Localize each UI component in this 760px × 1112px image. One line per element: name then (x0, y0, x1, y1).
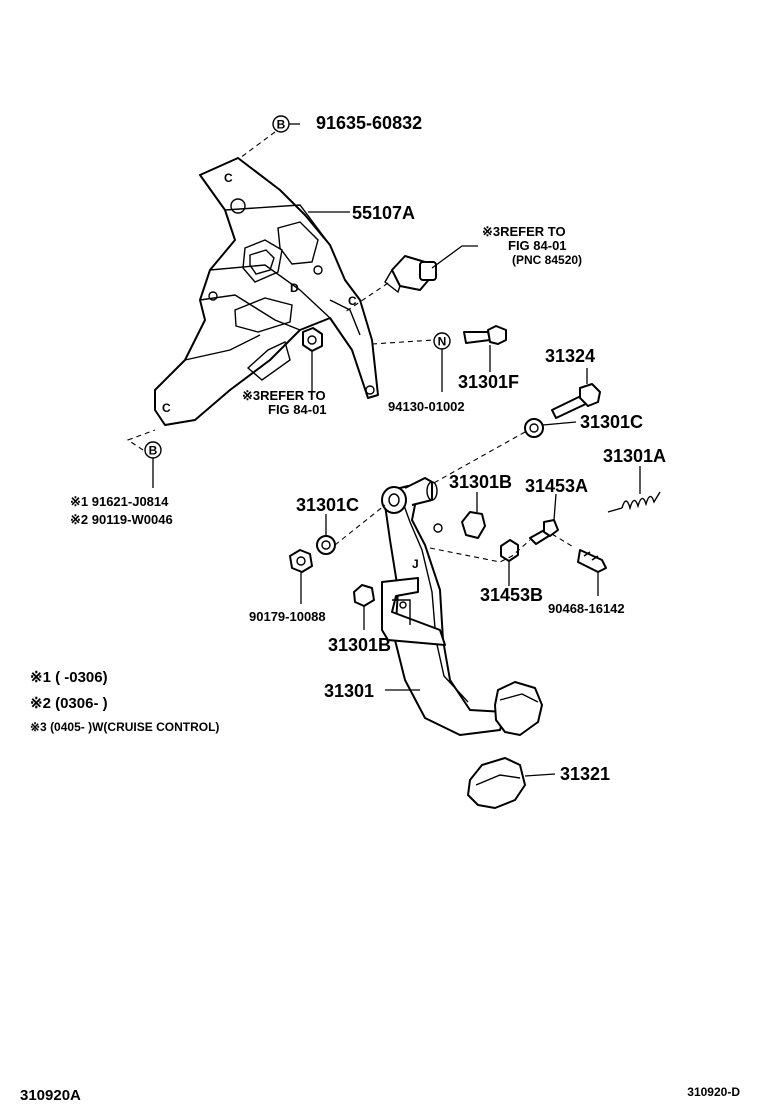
footer-left-code: 310920A (20, 1087, 81, 1104)
clip-90468 (577, 549, 607, 573)
svg-text:B: B (149, 444, 158, 458)
leader-lines (126, 123, 641, 777)
cushion-31301B-top (461, 511, 486, 539)
legend-line-2: ※2 (0306- ) (30, 695, 108, 712)
label-variant-2: ※2 90119-W0046 (70, 512, 173, 527)
return-spring-31301A (607, 491, 661, 513)
bushing-31301C-left (316, 535, 336, 555)
weld-mark-c2: C (348, 294, 357, 308)
bolt-31301F (463, 325, 507, 345)
label-31324: 31324 (545, 346, 595, 366)
label-refer-b-1: ※3REFER TO (242, 388, 326, 403)
label-31301A: 31301A (603, 446, 666, 466)
label-31453A: 31453A (525, 476, 588, 496)
label-31301: 31301 (324, 681, 374, 701)
label-variant-1: ※1 91621-J0814 (70, 494, 169, 509)
pedal-pad-31321 (467, 757, 526, 809)
nut-31453B (500, 539, 519, 562)
label-refer-a-1: ※3REFER TO (482, 224, 566, 239)
legend-line-3: ※3 (0405- )W(CRUISE CONTROL) (30, 720, 219, 734)
label-31453B: 31453B (480, 585, 543, 605)
svg-text:N: N (438, 335, 447, 349)
pedal-mark-j: J (412, 557, 419, 571)
bolt-31453A (529, 519, 559, 545)
label-31321: 31321 (560, 764, 610, 784)
label-refer-b-2: FIG 84-01 (268, 402, 327, 417)
badge-b-top: B (272, 115, 290, 133)
part-labels: 91635-60832 55107A ※3REFER TO FIG 84-01 … (70, 113, 666, 784)
label-90468: 90468-16142 (548, 601, 625, 616)
badge-b-bottom: B (144, 441, 162, 459)
bushing-31301C-top (524, 418, 544, 438)
label-90179: 90179-10088 (249, 609, 326, 624)
stop-switch-connector (384, 255, 437, 294)
label-31301C-left: 31301C (296, 495, 359, 515)
label-31301C-top: 31301C (580, 412, 643, 432)
weld-mark-c3: C (162, 401, 171, 415)
bolt-31324 (551, 383, 601, 419)
cushion-31301B-bottom (353, 584, 375, 607)
label-31301B-bottom: 31301B (328, 635, 391, 655)
label-55107A: 55107A (352, 203, 415, 223)
label-refer-a-2: FIG 84-01 (508, 238, 567, 253)
label-94130: 94130-01002 (388, 399, 465, 414)
weld-mark-d: D (290, 281, 299, 295)
svg-text:B: B (277, 118, 286, 132)
weld-mark-c1: C (224, 171, 233, 185)
label-refer-a-3: (PNC 84520) (512, 253, 582, 267)
bracket-55107A-drawing: C C D C (154, 157, 379, 426)
nut-90179 (289, 549, 313, 573)
label-31301F: 31301F (458, 372, 519, 392)
badge-n: N (433, 332, 451, 350)
label-31301B-top: 31301B (449, 472, 512, 492)
legend: ※1 ( -0306) ※2 (0306- ) ※3 (0405- )W(CRU… (30, 669, 219, 734)
label-91635: 91635-60832 (316, 113, 422, 133)
footer-right-code: 310920-D (687, 1085, 740, 1099)
legend-line-1: ※1 ( -0306) (30, 669, 108, 686)
pedal-31301-drawing: J (381, 477, 543, 736)
